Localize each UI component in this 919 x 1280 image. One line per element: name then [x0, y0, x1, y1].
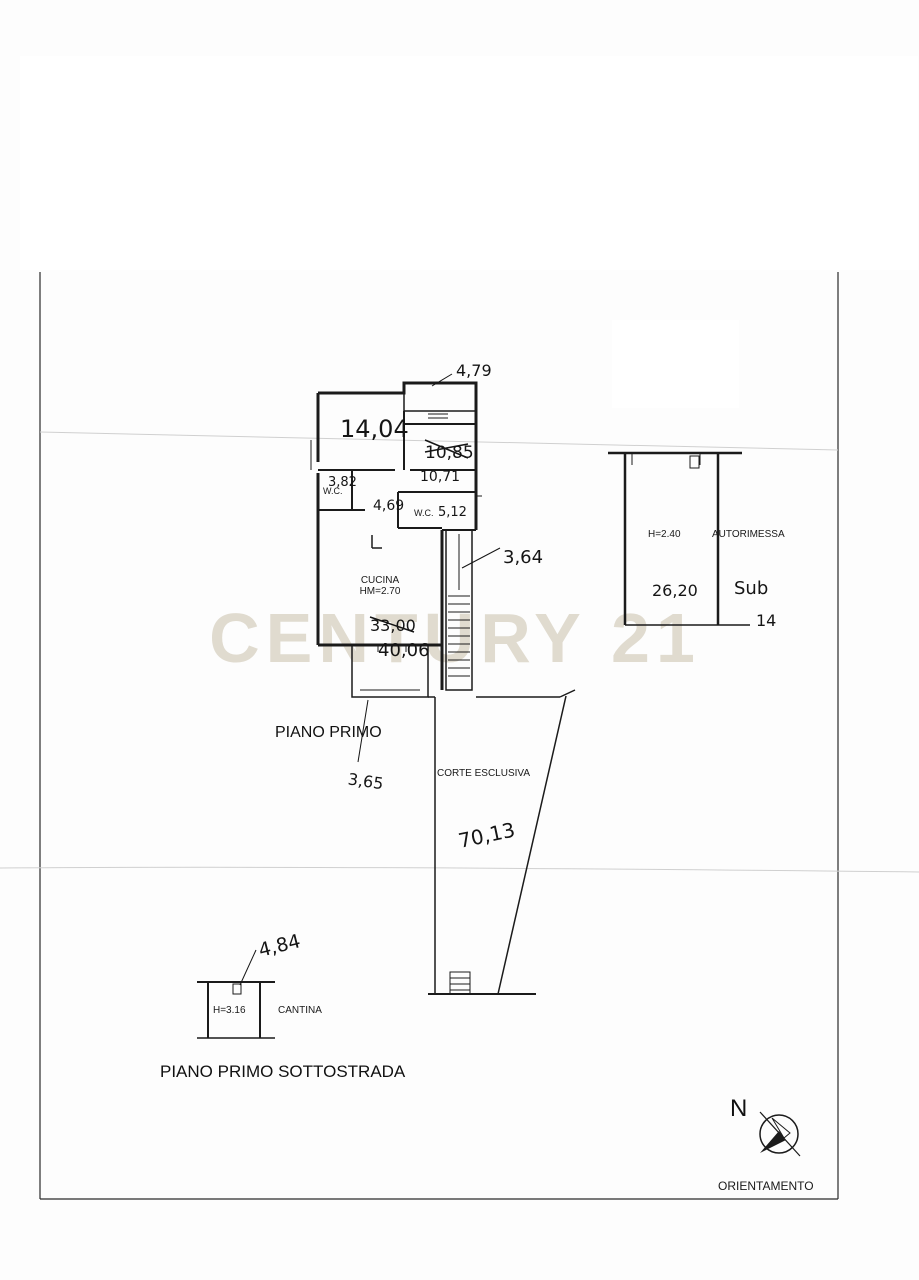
compass: N ORIENTAMENTO: [718, 1095, 814, 1193]
wc-left-label: W.C.: [323, 486, 343, 496]
courtyard-plan: [428, 689, 576, 995]
redacted-small-block: [612, 320, 739, 408]
area-corridor: 4,69: [373, 498, 404, 514]
corte-label: CORTE ESCLUSIVA: [437, 768, 530, 779]
area-wc-left: 3,82: [328, 475, 357, 490]
watermark-text: CENTURY 21: [209, 599, 701, 677]
cucina-height: HM=2.70: [360, 586, 401, 597]
garage-sub-number: 14: [756, 611, 776, 630]
compass-needle-icon: [760, 1131, 786, 1153]
area-balcony-bottom: 3,65: [347, 769, 385, 793]
piano-primo-title: PIANO PRIMO: [275, 724, 382, 741]
garage-label: AUTORIMESSA: [712, 529, 785, 540]
cantina-height: H=3.16: [213, 1005, 246, 1016]
area-room-top-left: 14,04: [340, 415, 409, 443]
cantina-label: CANTINA: [278, 1005, 322, 1016]
area-balcony-top: 4,79: [456, 361, 492, 380]
apartment-plan: [310, 381, 482, 698]
compass-label: ORIENTAMENTO: [718, 1179, 814, 1193]
wc-right-label: W.C.: [414, 508, 434, 518]
drawing-frame: [39, 272, 839, 1200]
compass-circle: [759, 1114, 799, 1154]
garage-plan: [608, 451, 750, 626]
cucina-label: CUCINA: [361, 575, 400, 586]
cellar-plan: [197, 981, 275, 1039]
garage-sub-label: Sub: [734, 578, 768, 599]
area-room-top-right: 10,71: [420, 469, 460, 485]
area-stair: 3,64: [503, 547, 543, 568]
sottostrada-title: PIANO PRIMO SOTTOSTRADA: [160, 1062, 406, 1081]
area-garage: 26,20: [652, 581, 698, 600]
garage-height: H=2.40: [648, 529, 681, 540]
handwritten-annotations: 4,79 14,04 10,85 10,71 3,82 4,69 5,12 3,…: [239, 361, 776, 986]
area-room-top-right-crossed: 10,85: [425, 443, 474, 463]
compass-north-letter: N: [730, 1095, 747, 1122]
area-wc-right: 5,12: [438, 505, 467, 520]
area-kitchen: 40,06: [378, 640, 430, 661]
redacted-header-block: [20, 56, 918, 270]
